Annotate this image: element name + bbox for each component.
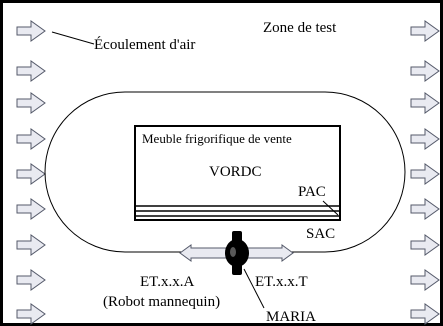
sac-label: SAC	[306, 226, 335, 242]
zone-label: Zone de test	[263, 20, 337, 36]
airflow-leader-line	[51, 31, 95, 45]
robot-mannequin-label: (Robot mannequin)	[103, 294, 220, 310]
left-airflow-arrows	[16, 20, 46, 325]
vordc-label: VORDC	[209, 164, 262, 180]
maria-label: MARIA	[266, 309, 316, 325]
sac-leader-line	[322, 200, 339, 216]
airflow-arrow-icon	[16, 128, 46, 150]
robot-path	[44, 91, 406, 253]
right-walk-arrow	[246, 244, 294, 262]
airflow-arrow-icon	[16, 163, 46, 185]
left-walk-arrow	[179, 244, 227, 262]
et-t-label: ET.x.x.T	[255, 274, 308, 290]
airflow-arrow-icon	[16, 269, 46, 291]
maria-leader-line	[243, 268, 265, 309]
maria-robot	[225, 231, 249, 275]
airflow-arrow-icon	[16, 20, 46, 42]
right-airflow-arrows	[410, 20, 440, 325]
airflow-arrow-icon	[16, 198, 46, 220]
airflow-arrow-icon	[410, 20, 440, 42]
cabinet-label: Meuble frigorifique de vente	[142, 131, 292, 146]
airflow-arrow-icon	[410, 198, 440, 220]
pac-label: PAC	[298, 184, 326, 200]
airflow-arrow-icon	[410, 303, 440, 325]
airflow-arrow-icon	[410, 92, 440, 114]
airflow-arrow-icon	[410, 234, 440, 256]
airflow-arrow-icon	[410, 163, 440, 185]
airflow-arrow-icon	[410, 60, 440, 82]
display-cabinet	[134, 125, 341, 221]
airflow-arrow-icon	[16, 303, 46, 325]
et-a-label: ET.x.x.A	[140, 274, 194, 290]
airflow-label: Écoulement d'air	[94, 36, 195, 53]
airflow-arrow-icon	[410, 128, 440, 150]
airflow-arrow-icon	[16, 92, 46, 114]
airflow-arrow-icon	[16, 234, 46, 256]
airflow-arrow-icon	[410, 269, 440, 291]
airflow-arrow-icon	[16, 60, 46, 82]
